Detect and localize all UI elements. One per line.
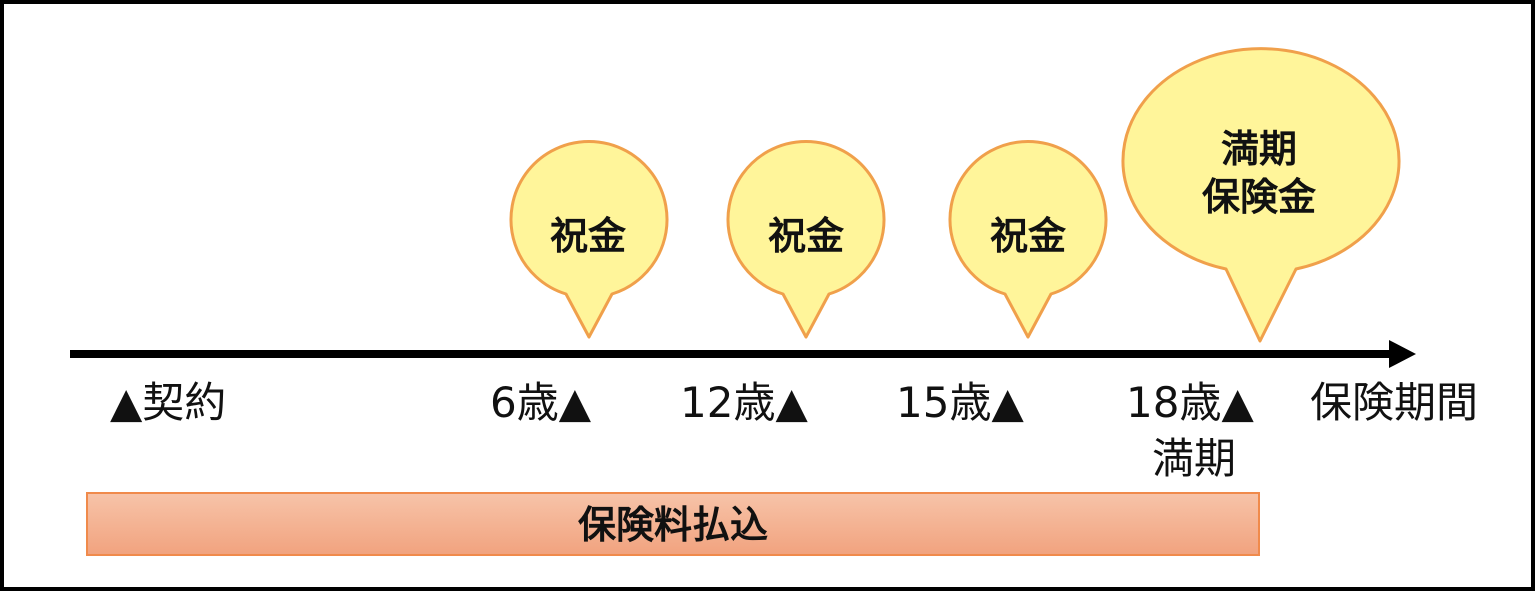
premium-payment-band: 保険料払込 xyxy=(86,492,1260,556)
timeline-arrowhead xyxy=(1389,340,1416,368)
timeline-label-age15: 15歳▲ xyxy=(896,378,1024,427)
timeline-label-age6: 6歳▲ xyxy=(490,378,592,427)
premium-payment-label: 保険料払込 xyxy=(577,503,768,547)
bubble-label-maturity-2: 保険金 xyxy=(1201,175,1316,219)
timeline-label-period: 保険期間 xyxy=(1310,378,1479,427)
bubble-label-12: 祝金 xyxy=(767,214,844,258)
bubble-label-maturity-1: 満期 xyxy=(1220,127,1297,171)
bubble-label-15: 祝金 xyxy=(989,214,1066,258)
bubble-shape-12 xyxy=(726,140,886,339)
bubble-shape-maturity xyxy=(1121,47,1401,343)
diagram-graphics xyxy=(70,47,1416,368)
bubble-label-6: 祝金 xyxy=(549,214,626,258)
timeline-label-age18: 18歳▲ xyxy=(1126,378,1254,427)
timeline-label-contract: ▲契約 xyxy=(110,378,227,427)
bubble-shape-15 xyxy=(948,140,1108,339)
timeline-label-age12: 12歳▲ xyxy=(680,378,808,427)
bubble-shape-6 xyxy=(509,140,669,339)
timeline-label-maturity: 満期 xyxy=(1152,434,1237,483)
